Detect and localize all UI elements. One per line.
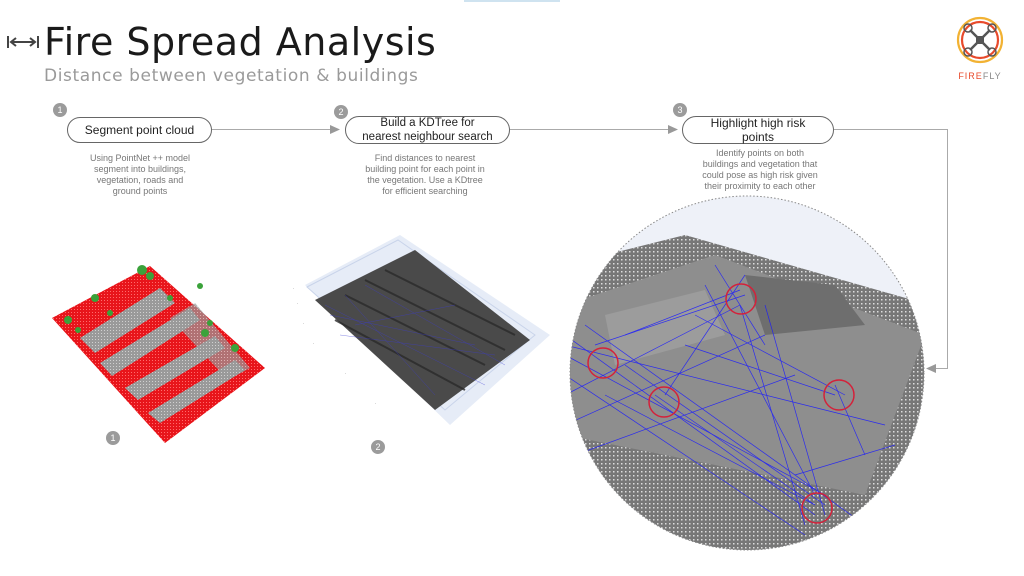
svg-text:·: · xyxy=(297,301,298,306)
connector-back xyxy=(934,368,948,369)
connector-1-2 xyxy=(212,129,334,130)
desc-line: Identify points on both xyxy=(715,148,805,158)
step-2-pill: Build a KDTree for nearest neighbour sea… xyxy=(345,116,510,144)
desc-line: ground points xyxy=(112,186,168,196)
step-1-pill: Segment point cloud xyxy=(67,117,212,143)
svg-text:·: · xyxy=(313,341,314,346)
logo-fly-text: FLY xyxy=(982,71,1002,81)
expand-horizontal-icon xyxy=(7,36,39,48)
arrow-left-icon xyxy=(926,364,936,373)
svg-text:·: · xyxy=(303,321,304,326)
svg-text:·: · xyxy=(345,371,346,376)
desc-line: buildings and vegetation that xyxy=(702,159,818,169)
svg-text:·: · xyxy=(375,401,376,406)
top-accent-bar xyxy=(464,0,560,2)
desc-line: Find distances to nearest xyxy=(374,153,476,163)
step-2-description: Find distances to nearest building point… xyxy=(340,153,510,197)
desc-line: building point for each point in xyxy=(365,164,485,174)
step-3-label-line: Highlight high risk xyxy=(710,116,806,130)
arrow-right-icon xyxy=(330,125,340,134)
step-3-pill: Highlight high risk points xyxy=(682,116,834,144)
step-2-label-line: Build a KDTree for xyxy=(380,117,475,129)
step-2-label-line: nearest neighbour search xyxy=(362,131,493,143)
connector-2-3 xyxy=(510,129,672,130)
step-number-3: 3 xyxy=(673,103,687,117)
connector-down xyxy=(947,129,948,369)
connector-3-out xyxy=(834,129,948,130)
desc-line: the vegetation. Use a KDtree xyxy=(367,175,483,185)
high-risk-zoom-image xyxy=(569,195,925,551)
logo-fire-text: FIRE xyxy=(958,71,983,81)
image-badge-2: 2 xyxy=(371,440,385,454)
step-number-1: 1 xyxy=(53,103,67,117)
arrow-right-icon xyxy=(668,125,678,134)
desc-line: could pose as high risk given xyxy=(702,170,818,180)
step-1-description: Using PointNet ++ model segment into bui… xyxy=(60,153,220,197)
desc-line: vegetation, roads and xyxy=(96,175,184,185)
svg-text:·: · xyxy=(293,286,294,291)
segmented-point-cloud-image xyxy=(52,265,265,443)
desc-line: segment into buildings, xyxy=(93,164,187,174)
drone-logo-icon xyxy=(956,16,1004,64)
image-badge-1: 1 xyxy=(106,431,120,445)
kdtree-3d-plot-image: · · · · · · xyxy=(293,235,550,425)
step-3-description: Identify points on both buildings and ve… xyxy=(674,148,846,192)
firefly-logo: FIREFLY xyxy=(950,14,1010,84)
step-number-2: 2 xyxy=(334,105,348,119)
desc-line: their proximity to each other xyxy=(704,181,816,191)
step-3-label-line: points xyxy=(741,130,775,144)
page-title: Fire Spread Analysis xyxy=(44,20,437,64)
desc-line: for efficient searching xyxy=(382,186,468,196)
page-subtitle: Distance between vegetation & buildings xyxy=(44,66,419,86)
desc-line: Using PointNet ++ model xyxy=(89,153,191,163)
step-1-label: Segment point cloud xyxy=(84,123,195,137)
